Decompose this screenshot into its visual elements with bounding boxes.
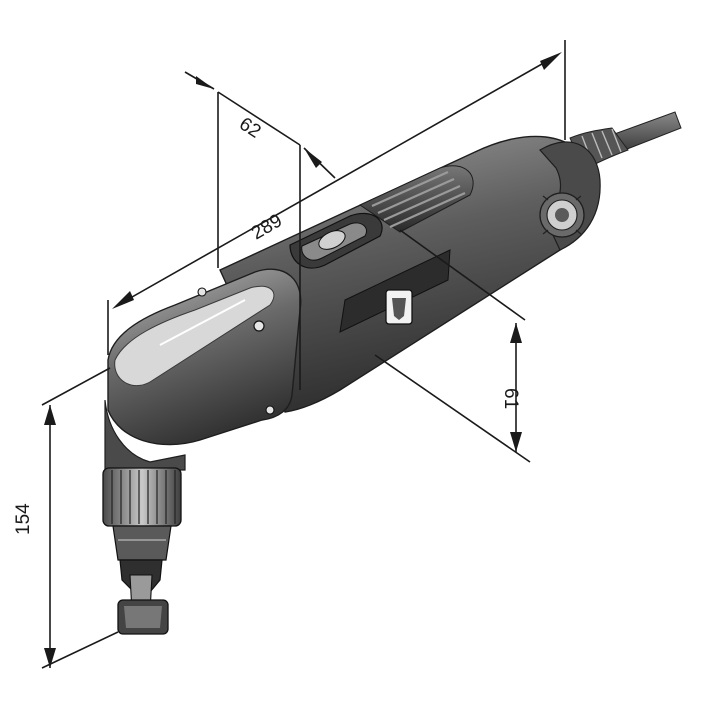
dimension-label-head-width: 62 — [235, 114, 264, 143]
dimension-head-width: 62 — [184, 71, 336, 390]
dimension-label-body-height: 61 — [500, 388, 521, 409]
screw-icon — [197, 287, 207, 297]
cutting-head — [117, 559, 169, 635]
slide-switch — [289, 212, 383, 269]
screw-icon — [265, 405, 275, 415]
die-holder — [112, 525, 172, 561]
dimension-total-height: 154 — [13, 367, 119, 669]
head-top-facet — [114, 285, 275, 387]
head-neck — [104, 399, 186, 471]
speed-dial — [539, 192, 585, 238]
dimension-body-height: 61 — [374, 229, 531, 463]
dimension-label-total-height: 154 — [13, 503, 34, 535]
brand-logo-icon — [385, 289, 413, 325]
knurled-collar — [102, 467, 182, 527]
grip-ribs — [371, 170, 466, 229]
screw-icon — [253, 320, 265, 332]
dimension-label-length: 289 — [248, 210, 286, 244]
nibbler-tool — [102, 111, 682, 635]
